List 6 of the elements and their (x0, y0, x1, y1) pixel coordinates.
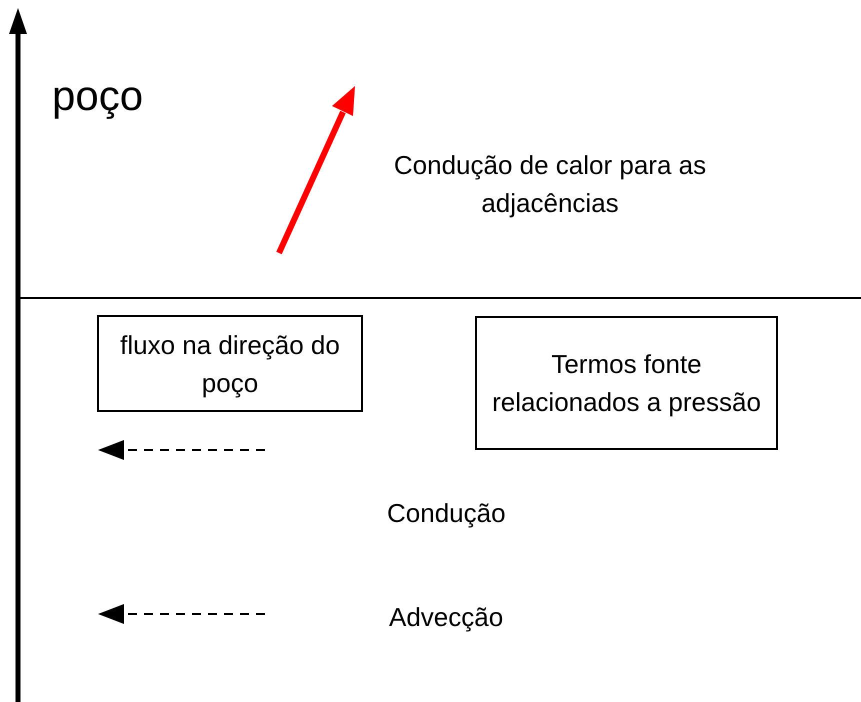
text-label: Condução (387, 497, 506, 530)
text-label: Condução de calor para as adjacências (392, 149, 708, 220)
text-label: poço (52, 71, 144, 121)
text-label: Advecção (389, 601, 504, 634)
text-box: fluxo na direção do poço (97, 315, 363, 412)
text-box: Termos fonte relacionados a pressão (475, 316, 778, 450)
